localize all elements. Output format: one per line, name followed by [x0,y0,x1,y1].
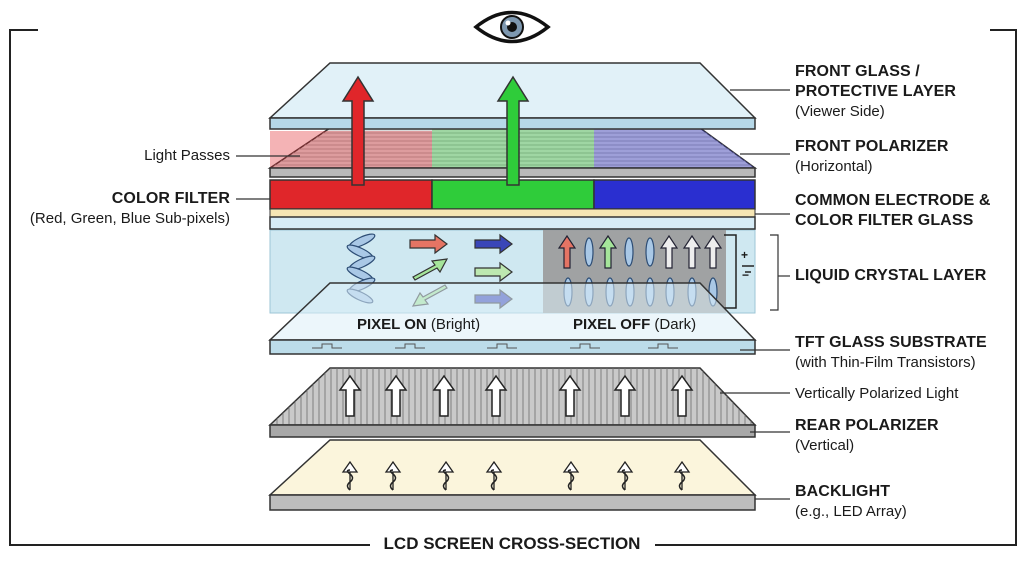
label-color-filter: COLOR FILTER (Red, Green, Blue Sub-pixel… [29,190,230,227]
label-vertically-polarized-light: Vertically Polarized Light [795,385,959,402]
color-filter-layer [269,179,756,230]
leader-lines [236,89,790,500]
up-arrow-icon [682,234,702,269]
backlight-layer [268,439,757,511]
label-rear-polarizer: REAR POLARIZER (Vertical) [795,417,939,454]
up-arrow-icon [558,374,582,417]
light-wave-icon [437,460,455,490]
green-arrow-icon [412,258,449,281]
red-arrow-icon [409,233,448,255]
red-arrow-icon [557,234,577,269]
light-wave-icon [673,460,691,490]
red-light-arrow [341,75,375,186]
label-liquid-crystal: LIQUID CRYSTAL LAYER [795,267,987,284]
red-subpixel [269,179,433,210]
up-arrow-icon [613,374,637,417]
blue-arrow-icon [474,233,513,255]
thin-film-transistors [312,343,678,349]
label-tft-glass: TFT GLASS SUBSTRATE (with Thin-Film Tran… [795,334,987,371]
label-pixel-on: PIXEL ON (Bright) [357,316,481,333]
tft-glass-layer [268,282,757,355]
voltage-minus-sign: − [742,268,750,282]
up-arrow-icon [432,374,456,417]
common-electrode [269,208,756,218]
up-arrow-icon [670,374,694,417]
diagram-title: LCD SCREEN CROSS-SECTION [0,534,1024,554]
label-front-glass: FRONT GLASS / PROTECTIVE LAYER (Viewer S… [795,63,957,120]
voltage-plus-sign: + [741,248,749,262]
blue-subpixel [593,179,756,210]
light-wave-icon [341,460,359,490]
light-wave-icon [616,460,634,490]
outer-frame [9,29,1017,546]
voltage-source [724,234,754,309]
up-arrow-icon [484,374,508,417]
green-light-arrow [496,75,530,186]
light-wave-icon [562,460,580,490]
up-arrow-icon [659,234,679,269]
light-wave-icon [485,460,503,490]
up-arrow-icon [338,374,362,417]
label-front-polarizer: FRONT POLARIZER (Horizontal) [795,138,949,175]
eye-icon [473,10,551,44]
label-backlight: BACKLIGHT (e.g., LED Array) [795,483,907,520]
up-arrow-icon [384,374,408,417]
rear-polarizer-layer [268,367,757,438]
green-arrow-icon [474,261,513,283]
green-arrow-icon [598,234,618,269]
label-pixel-off: PIXEL OFF (Dark) [573,316,697,333]
light-wave-icon [384,460,402,490]
label-light-passes: Light Passes [144,147,230,164]
label-common-electrode: COMMON ELECTRODE & COLOR FILTER GLASS [795,192,991,229]
up-arrow-icon [703,234,723,269]
color-filter-glass [269,216,756,230]
